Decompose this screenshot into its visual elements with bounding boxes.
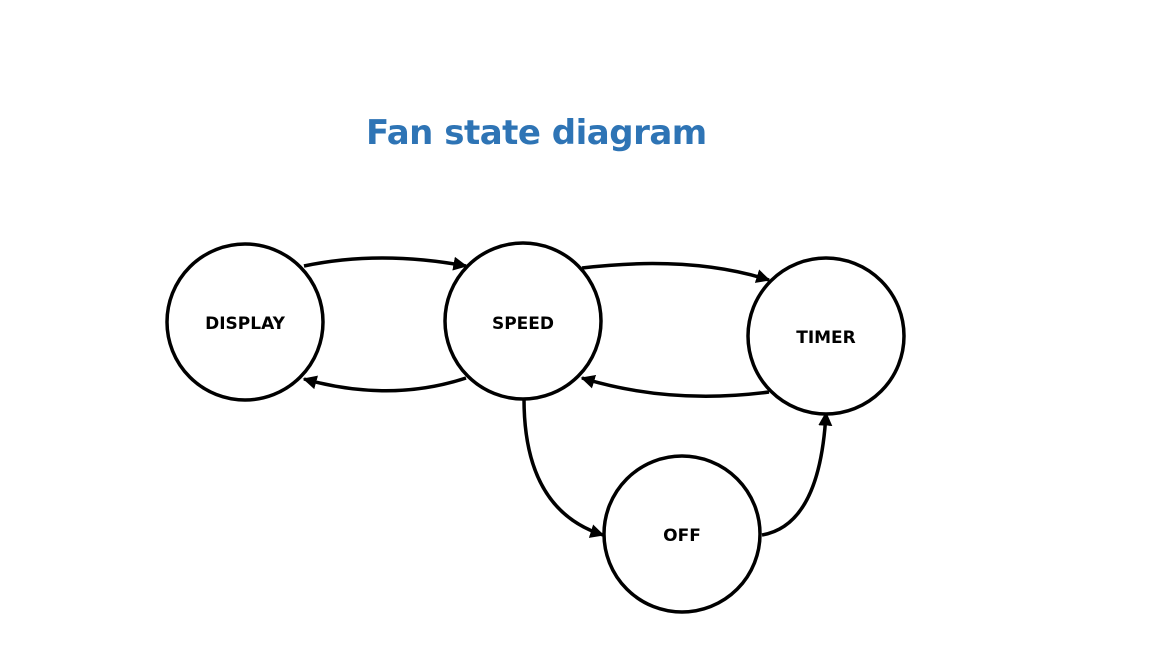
state-speed: SPEED [443,241,603,401]
state-speed-circle [443,241,603,401]
state-display-label: DISPLAY [205,314,286,334]
state-off-circle [602,454,762,614]
state-timer-circle [746,256,906,416]
transition-speed-to-off [522,398,605,538]
state-timer: TIMER [746,256,906,416]
state-speed-label: SPEED [492,314,554,334]
transition-off-to-timer [761,411,833,537]
state-timer-label: TIMER [796,328,856,348]
transition-timer-to-speed [580,375,770,398]
state-off-label: OFF [663,526,701,546]
state-off: OFF [602,454,762,614]
page-title: Fan state diagram [366,113,707,153]
transition-speed-to-timer [581,261,771,283]
state-display-circle [165,242,325,402]
state-display: DISPLAY [165,242,325,402]
transition-display-to-speed [303,256,468,271]
transition-speed-to-display [302,375,467,393]
